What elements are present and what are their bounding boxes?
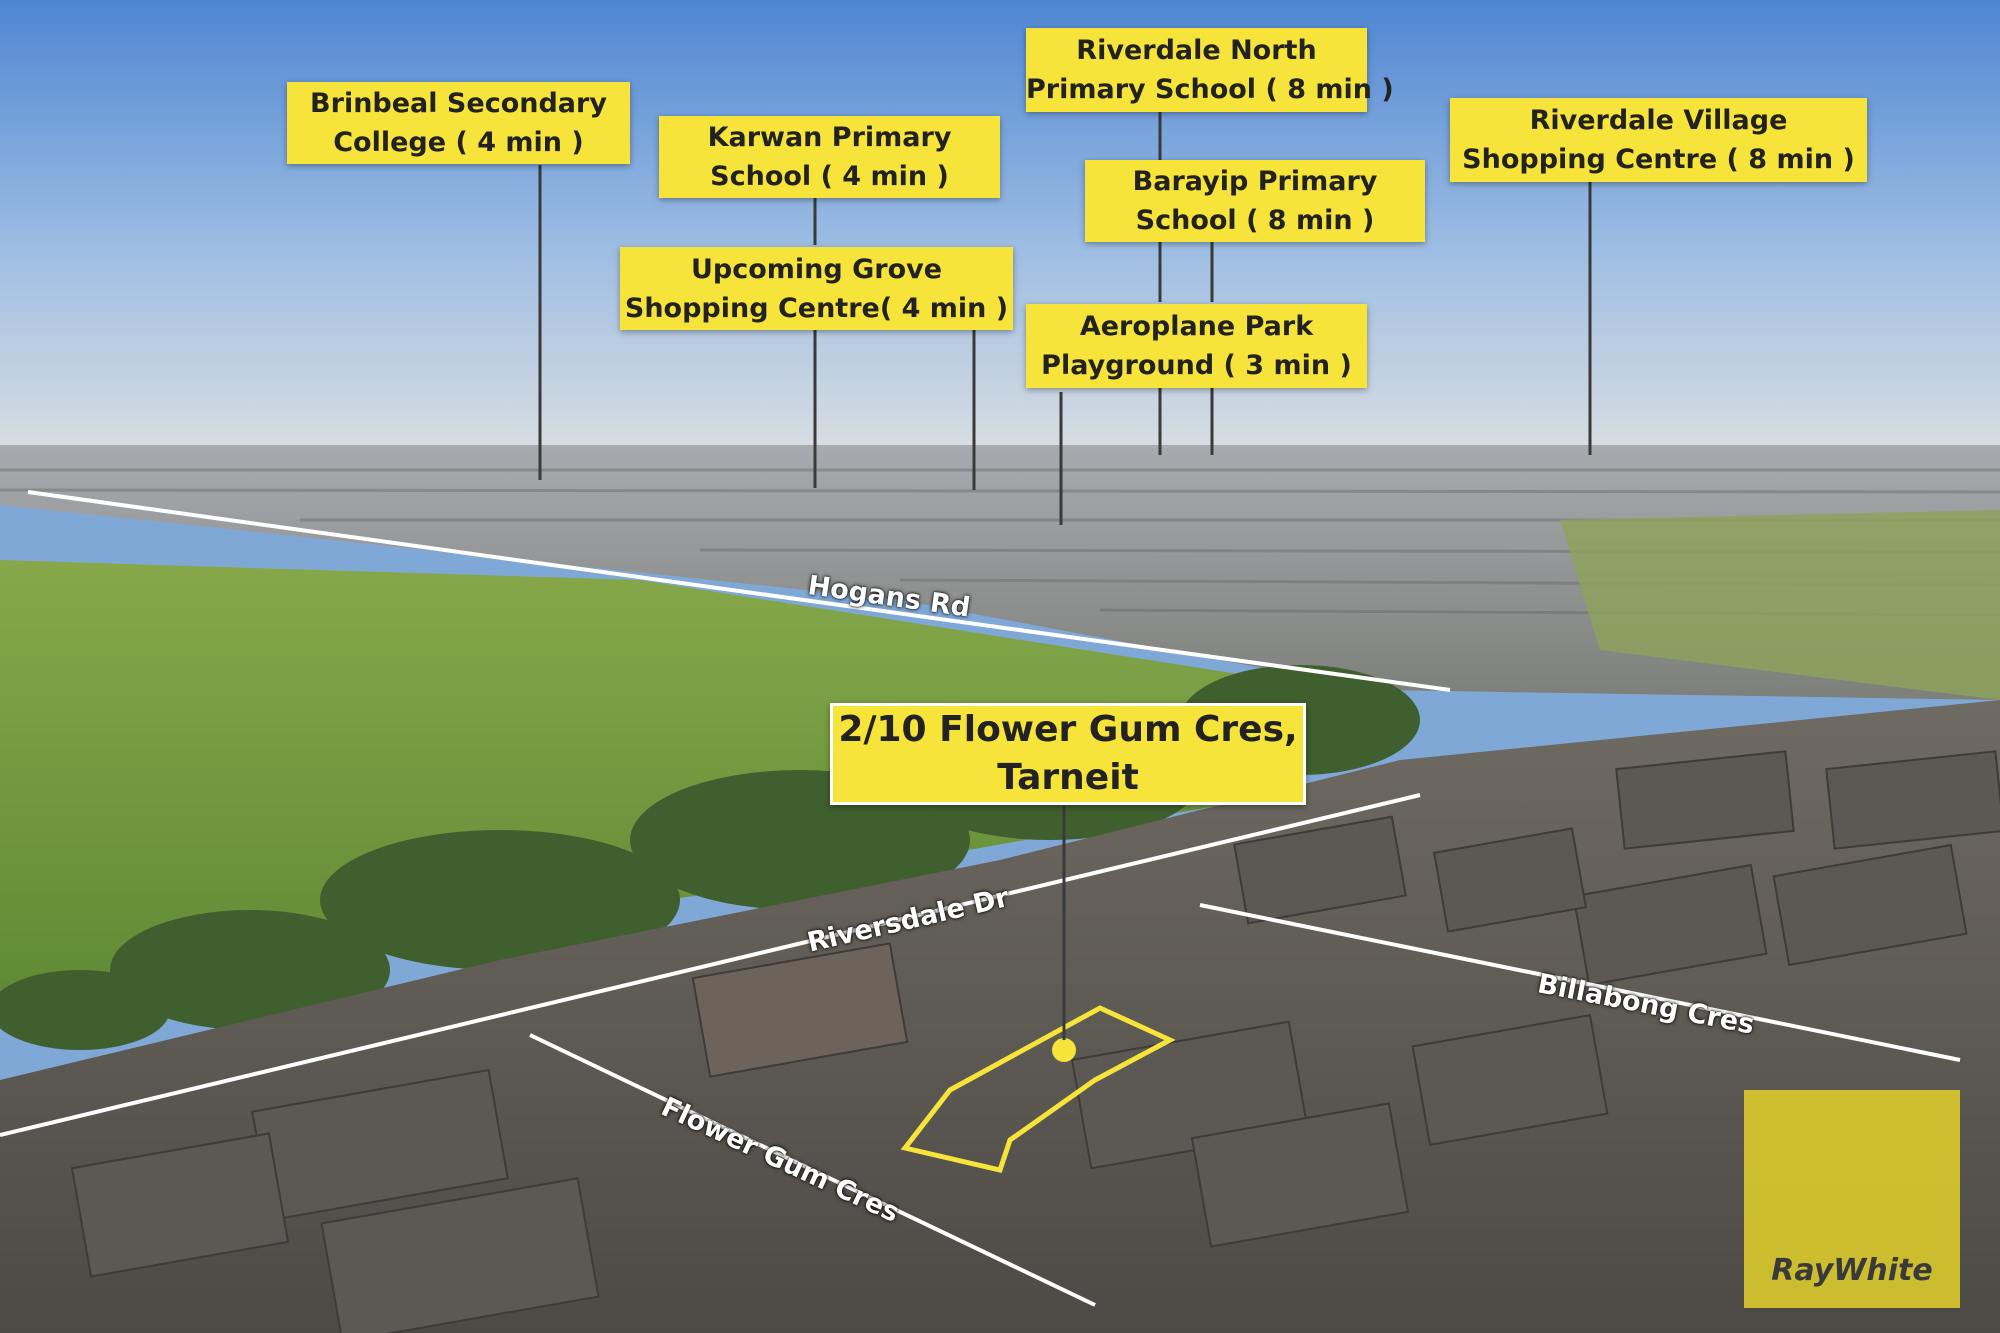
poi-label-line2: College ( 4 min ) (333, 127, 584, 158)
road-lines (0, 490, 1961, 1307)
poi-label-line1: Aeroplane Park (1079, 311, 1314, 342)
poi-label-riverdale-north-primary-school: Riverdale North Primary School ( 8 min ) (1026, 28, 1394, 112)
poi-label-line2: Shopping Centre ( 8 min ) (1462, 144, 1855, 175)
raywhite-logo-text: RayWhite (1771, 1253, 1933, 1288)
flower-gum-cres-line (529, 1033, 1096, 1307)
poi-label-line1: Barayip Primary (1132, 166, 1378, 197)
poi-label-line1: Riverdale Village (1529, 105, 1788, 136)
poi-label-line1: Brinbeal Secondary (310, 88, 607, 119)
poi-label-line2: School ( 4 min ) (710, 161, 949, 192)
right-parkland (1560, 510, 2000, 700)
poi-label-line2: School ( 8 min ) (1135, 205, 1375, 236)
poi-label-line1: Riverdale North (1076, 35, 1317, 66)
billabong-cres-line (1199, 903, 1961, 1062)
poi-label-line2: Primary School ( 8 min ) (1026, 74, 1394, 105)
raywhite-logo: RayWhite (1744, 1090, 1960, 1308)
riversdale-dr-line (0, 793, 1421, 1137)
poi-label-line2: Shopping Centre( 4 min ) (624, 292, 1009, 324)
sky (0, 0, 2000, 450)
distant-suburbs (0, 445, 2000, 700)
hogans-rd-line (27, 490, 1451, 692)
poi-label-barayip-primary-school: Barayip Primary School ( 8 min ) (1085, 160, 1425, 242)
house-roofs (70, 750, 2000, 1333)
poi-label-upcoming-grove-shopping-centre: Upcoming Grove Shopping Centre( 4 min ) (620, 247, 1013, 330)
property-pin (1052, 1038, 1076, 1062)
property-address-label: 2/10 Flower Gum Cres, Tarneit (830, 703, 1306, 805)
poi-label-line1: Karwan Primary (707, 122, 952, 153)
property-address-line2: Tarneit (997, 757, 1139, 798)
leader-lines (538, 112, 1592, 1040)
poi-label-brinbeal-secondary-college: Brinbeal Secondary College ( 4 min ) (287, 82, 630, 164)
property-outline (900, 1005, 1176, 1173)
poi-label-riverdale-village-shopping-centre: Riverdale Village Shopping Centre ( 8 mi… (1450, 98, 1867, 182)
poi-label-karwan-primary-school: Karwan Primary School ( 4 min ) (659, 116, 1000, 198)
poi-label-line1: Upcoming Grove (690, 253, 943, 285)
poi-label-aeroplane-park-playground: Aeroplane Park Playground ( 3 min ) (1026, 304, 1367, 388)
poi-label-line2: Playground ( 3 min ) (1041, 350, 1352, 381)
property-address-line1: 2/10 Flower Gum Cres, (838, 709, 1298, 750)
